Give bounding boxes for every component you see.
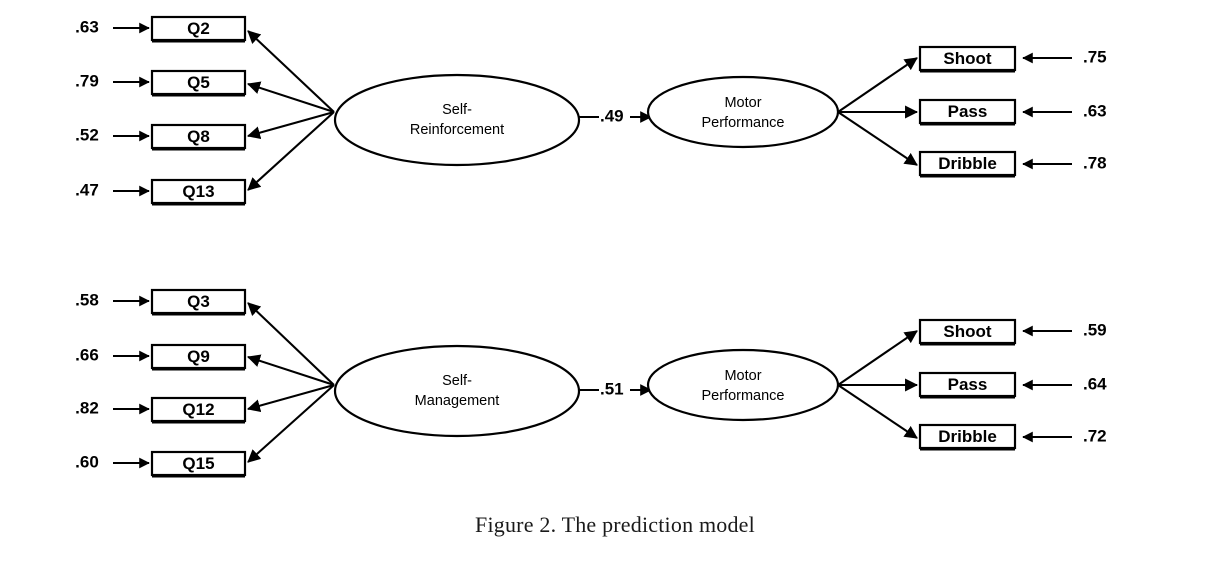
residual-value-q5: .79	[75, 71, 99, 90]
latent-label-motor-performance-2-line2: Performance	[701, 388, 784, 404]
indicator-box-dribble-2[interactable]: Dribble	[918, 423, 1017, 451]
figure-caption: Figure 2. The prediction model	[475, 512, 755, 537]
indicator-box-q13[interactable]: Q13	[150, 178, 247, 206]
latent-label-self-management-line1: Self-	[442, 373, 472, 389]
latent-node-self-management[interactable]: Self- Management	[333, 344, 581, 438]
loading-arrow-q2	[247, 30, 335, 113]
indicator-box-shoot-2[interactable]: Shoot	[918, 318, 1017, 346]
loading-arrow-shoot-2	[837, 330, 918, 386]
residual-value-q8: .52	[75, 125, 99, 144]
loading-arrow-q8	[246, 110, 335, 140]
indicator-box-q8[interactable]: Q8	[150, 123, 247, 151]
loading-arrow-q13	[247, 111, 335, 191]
indicator-label-q8: Q8	[187, 127, 210, 146]
indicator-label-q3: Q3	[187, 292, 210, 311]
latent-label-motor-performance-1-line1: Motor	[724, 95, 761, 111]
model-1-group: Q2 Q5 Q8 Q13 .63 .79 .52 .47	[75, 15, 1107, 206]
latent-node-motor-performance-1[interactable]: Motor Performance	[646, 75, 840, 149]
indicator-label-q13: Q13	[182, 182, 214, 201]
indicator-box-pass-2[interactable]: Pass	[918, 371, 1017, 399]
model-2-loading-arrows-left	[246, 302, 335, 463]
latent-node-motor-performance-2[interactable]: Motor Performance	[646, 348, 840, 422]
indicator-label-shoot-2: Shoot	[943, 322, 991, 341]
latent-label-self-reinforcement-line2: Reinforcement	[410, 122, 504, 138]
indicator-label-dribble-1: Dribble	[938, 154, 997, 173]
indicator-box-q15[interactable]: Q15	[150, 450, 247, 478]
model-1-loading-arrows-right	[837, 57, 919, 166]
latent-label-motor-performance-2-line1: Motor	[724, 368, 761, 384]
indicator-label-q9: Q9	[187, 347, 210, 366]
indicator-label-dribble-2: Dribble	[938, 427, 997, 446]
latent-label-motor-performance-1-line2: Performance	[701, 115, 784, 131]
indicator-label-shoot-1: Shoot	[943, 49, 991, 68]
model-2-left-residual-arrows	[113, 295, 150, 469]
latent-label-self-reinforcement-line1: Self-	[442, 102, 472, 118]
indicator-box-q12[interactable]: Q12	[150, 396, 247, 424]
residual-value-q9: .66	[75, 345, 99, 364]
loading-arrow-shoot-1	[837, 57, 918, 113]
loading-arrow-q15	[247, 384, 335, 463]
indicator-box-q2[interactable]: Q2	[150, 15, 247, 43]
residual-value-q2: .63	[75, 17, 99, 36]
residual-value-q3: .58	[75, 290, 99, 309]
loading-arrow-dribble-1	[837, 111, 918, 166]
model-2-loading-arrows-right	[837, 330, 919, 439]
loading-arrow-q12	[246, 383, 335, 413]
residual-value-q15: .60	[75, 452, 99, 471]
residual-value-shoot-1: .75	[1083, 47, 1107, 66]
loading-arrow-dribble-2	[837, 384, 918, 439]
indicator-label-q12: Q12	[182, 400, 214, 419]
indicator-box-dribble-1[interactable]: Dribble	[918, 150, 1017, 178]
indicator-box-shoot-1[interactable]: Shoot	[918, 45, 1017, 73]
indicator-label-q2: Q2	[187, 19, 210, 38]
model-1-left-residual-arrows	[113, 22, 150, 197]
indicator-box-q5[interactable]: Q5	[150, 69, 247, 97]
residual-value-dribble-1: .78	[1083, 153, 1107, 172]
indicator-box-q9[interactable]: Q9	[150, 343, 247, 371]
loading-arrow-q9	[247, 354, 335, 386]
loading-arrow-q5	[247, 81, 335, 113]
residual-value-q12: .82	[75, 398, 99, 417]
structural-coefficient-1: .49	[600, 106, 624, 125]
residual-value-shoot-2: .59	[1083, 320, 1107, 339]
residual-value-dribble-2: .72	[1083, 426, 1107, 445]
residual-value-pass-2: .64	[1083, 374, 1107, 393]
loading-arrow-q3	[247, 302, 335, 386]
indicator-label-q15: Q15	[182, 454, 214, 473]
indicator-label-pass-2: Pass	[948, 375, 988, 394]
indicator-box-q3[interactable]: Q3	[150, 288, 247, 316]
model-1-loading-arrows-left	[246, 30, 335, 191]
latent-label-self-management-line2: Management	[415, 393, 500, 409]
indicator-label-q5: Q5	[187, 73, 210, 92]
indicator-box-pass-1[interactable]: Pass	[918, 98, 1017, 126]
residual-value-pass-1: .63	[1083, 101, 1107, 120]
model-2-group: Q3 Q9 Q12 Q15 .58 .66 .82 .60	[75, 288, 1107, 478]
model-2-right-residual-arrows	[1022, 325, 1072, 443]
structural-coefficient-2: .51	[600, 379, 624, 398]
model-1-right-residual-arrows	[1022, 52, 1072, 170]
latent-node-self-reinforcement[interactable]: Self- Reinforcement	[333, 73, 581, 167]
residual-value-q13: .47	[75, 180, 99, 199]
indicator-label-pass-1: Pass	[948, 102, 988, 121]
